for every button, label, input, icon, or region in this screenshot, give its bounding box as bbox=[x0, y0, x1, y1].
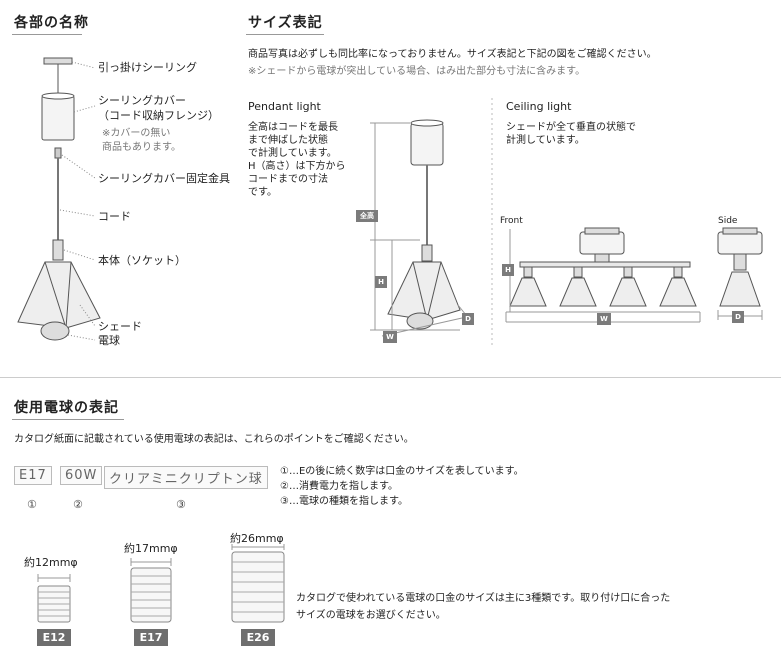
pendant-title: Pendant light bbox=[248, 100, 321, 113]
label-note1: ※カバーの無い bbox=[102, 128, 171, 139]
pendant-line-3: で計測しています。 bbox=[248, 148, 337, 159]
label-bulb: 電球 bbox=[98, 334, 120, 347]
tag-pendant-h: H bbox=[375, 276, 387, 288]
bulb-size-label-e12: 約12mmφ bbox=[24, 556, 78, 569]
label-cord: コード bbox=[98, 210, 131, 223]
label-shade: シェード bbox=[98, 320, 142, 333]
label-body: 本体（ソケット） bbox=[98, 254, 186, 267]
label-hook-ring: 引っ掛けシーリング bbox=[98, 61, 197, 74]
bulb-exp-2: ②…消費電力を指します。 bbox=[280, 481, 398, 492]
bulb-code-type: クリアミニクリプトン球 bbox=[104, 466, 268, 489]
circle-2: ② bbox=[73, 498, 83, 511]
ceiling-cover-shape bbox=[41, 95, 75, 141]
bulb-tag-e17: E17 bbox=[134, 629, 168, 646]
label-ceiling-cover: シーリングカバー bbox=[98, 94, 186, 107]
parts-title: 各部の名称 bbox=[14, 15, 89, 31]
tag-pendant-w: W bbox=[383, 331, 397, 343]
tag-ceiling-d: D bbox=[732, 311, 744, 323]
bulb-tag-e26: E26 bbox=[241, 629, 275, 646]
size-title: サイズ表記 bbox=[248, 15, 323, 31]
bulb-note-2: サイズの電球をお選びください。 bbox=[296, 610, 446, 621]
bulb-size-label-e26: 約26mmφ bbox=[230, 532, 284, 545]
bulb-code-watt: 60W bbox=[60, 466, 103, 485]
tag-ceiling-h: H bbox=[502, 264, 514, 276]
label-ceiling-cover-sub: （コード収納フレンジ） bbox=[98, 109, 219, 122]
shade-shape bbox=[17, 261, 101, 329]
pendant-line-5: コードまでの寸法 bbox=[248, 174, 328, 185]
size-title-underline bbox=[246, 34, 324, 35]
pendant-line-6: です。 bbox=[248, 187, 277, 198]
circle-1: ① bbox=[27, 498, 37, 511]
bulb-shape bbox=[40, 321, 70, 341]
tag-ceiling-w: W bbox=[597, 313, 611, 325]
bulb-size-label-e17: 約17mmφ bbox=[124, 542, 178, 555]
ceiling-line-2: 計測しています。 bbox=[506, 135, 585, 146]
parts-title-underline bbox=[12, 34, 82, 35]
tag-total-height: 全高 bbox=[356, 210, 378, 222]
label-note2: 商品もあります。 bbox=[102, 142, 181, 153]
bulb-title-underline bbox=[12, 419, 124, 420]
pendant-line-4: H（高さ）は下方から bbox=[248, 161, 346, 172]
label-fixing: シーリングカバー固定金具 bbox=[98, 172, 230, 185]
ceiling-title: Ceiling light bbox=[506, 100, 572, 113]
pendant-line-1: 全高はコードを最長 bbox=[248, 122, 338, 133]
hook-ring-shape bbox=[43, 57, 73, 65]
tag-pendant-d: D bbox=[462, 313, 474, 325]
bulb-code-base: E17 bbox=[14, 466, 52, 485]
section-divider bbox=[0, 377, 781, 378]
ceiling-side-label: Side bbox=[718, 216, 738, 226]
pendant-line-2: まで伸ばした状態 bbox=[248, 135, 328, 146]
bulb-intro: カタログ紙面に記載されている使用電球の表記は、これらのポイントをご確認ください。 bbox=[14, 434, 414, 445]
size-desc2: ※シェードから電球が突出している場合、はみ出た部分も寸法に含みます。 bbox=[248, 66, 586, 77]
bulb-tag-e12: E12 bbox=[37, 629, 71, 646]
bulb-note-1: カタログで使われている電球の口金のサイズは主に3種類です。取り付け口に合った bbox=[296, 593, 671, 604]
circle-3: ③ bbox=[176, 498, 186, 511]
bulb-exp-1: ①…Eの後に続く数字は口金のサイズを表しています。 bbox=[280, 466, 524, 477]
ceiling-line-1: シェードが全て垂直の状態で bbox=[506, 122, 636, 133]
ceiling-front-label: Front bbox=[500, 216, 523, 226]
size-desc1: 商品写真は必ずしも同比率になっておりません。サイズ表記と下記の図をご確認ください… bbox=[248, 49, 657, 60]
bulb-title: 使用電球の表記 bbox=[14, 400, 119, 416]
bulb-exp-3: ③…電球の種類を指します。 bbox=[280, 496, 408, 507]
